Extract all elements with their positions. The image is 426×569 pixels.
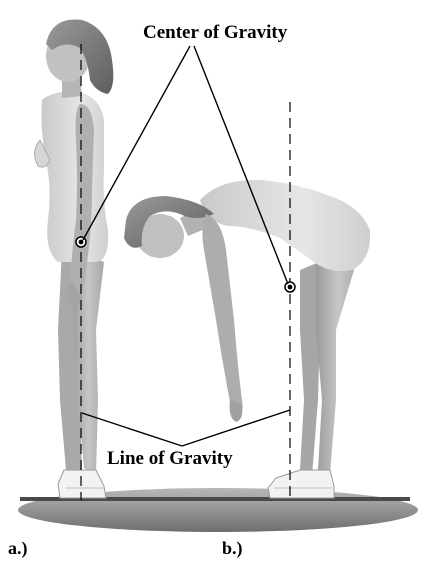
leader-lines [82, 46, 290, 446]
centers-of-gravity [76, 237, 295, 292]
gravity-lines [81, 44, 290, 500]
line-of-gravity-label: Line of Gravity [107, 448, 233, 470]
center-of-gravity-label: Center of Gravity [143, 22, 287, 44]
panel-a-label: a.) [8, 538, 28, 559]
standing-figure [34, 20, 113, 499]
panel-b-label: b.) [222, 538, 243, 559]
